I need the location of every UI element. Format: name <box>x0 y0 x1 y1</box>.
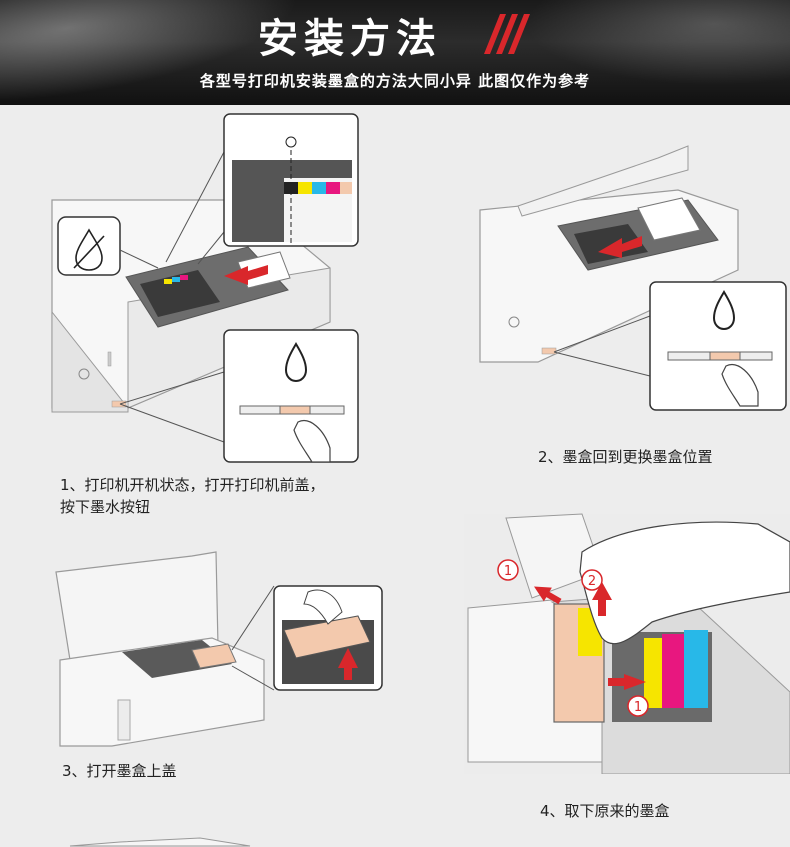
no-ink-callout <box>57 216 121 276</box>
marker-one-label: 1 <box>504 564 512 579</box>
step2-caption: 2、墨盒回到更换墨盒位置 <box>538 448 713 466</box>
marker-one-icon <box>627 695 649 717</box>
red-slash-icon <box>484 14 530 54</box>
marker-two-icon <box>581 569 603 591</box>
next-step-fragment <box>69 837 251 847</box>
marker-two-label: 2 <box>588 574 596 589</box>
ink-button-callout <box>649 281 787 411</box>
step3-illustration <box>55 551 383 747</box>
step1-illustration <box>51 113 359 463</box>
header-banner: 安装方法 各型号打印机安装墨盒的方法大同小异 此图仅作为参考 <box>0 0 790 105</box>
step1-caption-line2: 按下墨水按钮 <box>60 498 151 516</box>
ink-drop-icon <box>712 290 736 331</box>
page-title: 安装方法 <box>258 16 442 62</box>
step3-caption: 3、打开墨盒上盖 <box>62 762 177 780</box>
ink-button-callout <box>223 329 359 463</box>
step1-caption-line1: 1、打印机开机状态，打开打印机前盖， <box>60 476 325 494</box>
page-subtitle: 各型号打印机安装墨盒的方法大同小异 此图仅作为参考 <box>199 72 591 90</box>
step1-caption: 1、打印机开机状态，打开打印机前盖， 按下墨水按钮 <box>60 474 325 518</box>
step4-caption: 4、取下原来的墨盒 <box>540 802 670 820</box>
marker-one-icon <box>497 559 519 581</box>
step2-illustration <box>479 145 787 411</box>
marker-one-label: 1 <box>634 700 642 715</box>
ink-drop-icon <box>284 342 308 383</box>
step4-illustration: 1 2 1 <box>464 513 790 774</box>
ink-drop-icon <box>75 228 103 271</box>
banner-sheen-right <box>510 0 790 90</box>
